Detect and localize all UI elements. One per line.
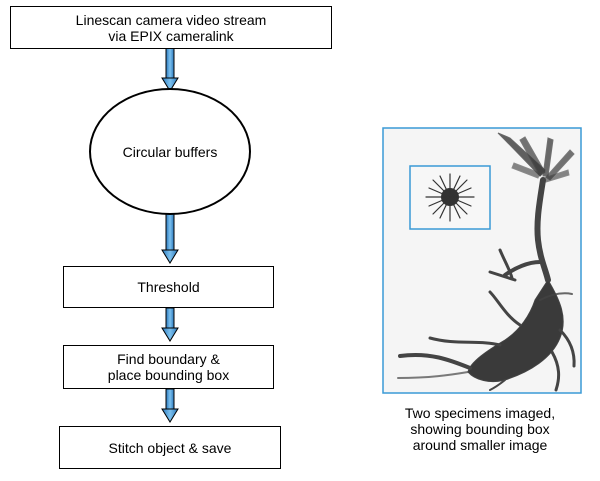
step-find-boundary-line1: Find boundary & xyxy=(117,351,220,367)
caption-line1: Two specimens imaged, xyxy=(404,405,556,421)
arrow-threshold-to-boundary xyxy=(161,307,179,342)
step-stitch-save-label: Stitch object & save xyxy=(108,439,232,456)
large-specimen xyxy=(397,132,576,392)
caption-line2: showing bounding box xyxy=(410,421,550,437)
step-threshold-label: Threshold xyxy=(137,279,200,295)
step-circular-buffers: Circular buffers xyxy=(89,88,251,215)
step-video-stream-line2: via EPIX cameralink xyxy=(108,27,234,44)
step-circular-buffers-label: Circular buffers xyxy=(122,143,218,160)
small-specimen xyxy=(425,173,475,222)
step-find-boundary-line2: place bounding box xyxy=(107,367,230,383)
caption-line3: around smaller image xyxy=(412,437,548,453)
arrow-boundary-to-stitch xyxy=(161,388,179,423)
step-stitch-save: Stitch object & save xyxy=(59,426,281,469)
step-threshold: Threshold xyxy=(63,266,274,308)
step-video-stream: Linescan camera video stream via EPIX ca… xyxy=(10,6,332,49)
specimen-caption: Two specimens imaged, showing bounding b… xyxy=(362,405,598,453)
step-video-stream-line1: Linescan camera video stream xyxy=(75,11,267,28)
step-find-boundary: Find boundary & place bounding box xyxy=(63,345,274,389)
